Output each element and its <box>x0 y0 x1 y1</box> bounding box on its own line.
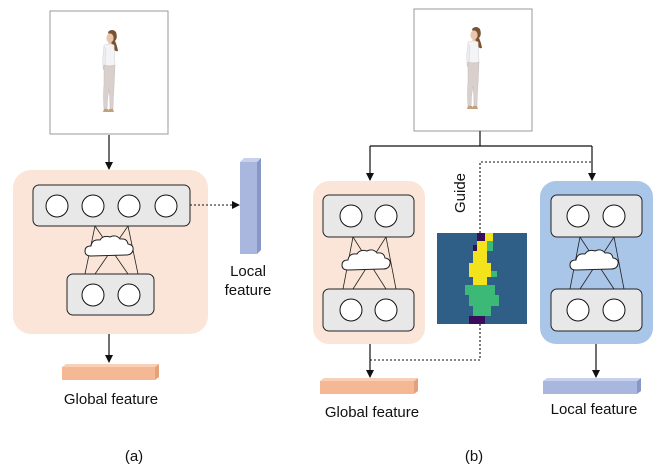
panel-b-caption: (b) <box>465 448 483 465</box>
neuron-icon <box>374 204 398 228</box>
neuron-icon <box>566 204 590 228</box>
panel-a-bottom-layer <box>66 273 155 316</box>
neuron-icon <box>602 204 626 228</box>
panel-b-guide-label: Guide <box>452 173 469 213</box>
panel-b: Guide Global feature Local feature (b) <box>313 8 653 465</box>
panel-b-local-feature-bar <box>543 378 641 394</box>
panel-b-global-feature-label: Global feature <box>325 404 419 421</box>
panel-b-local-feature-label: Local feature <box>551 401 638 418</box>
neuron-icon <box>81 194 105 218</box>
neuron-icon <box>339 298 363 322</box>
panel-a-global-feature-label: Global feature <box>64 391 158 408</box>
neuron-icon <box>81 283 105 307</box>
neuron-icon <box>117 283 141 307</box>
neuron-icon <box>374 298 398 322</box>
panel-b-local-bottom-layer <box>550 288 643 332</box>
panel-a-local-feature-label-line2: feature <box>225 282 272 299</box>
panel-a-global-feature-bar <box>62 364 159 380</box>
panel-b-global-feature-bar <box>320 378 418 394</box>
panel-b-input-image <box>413 8 533 132</box>
panel-a-local-feature-bar <box>240 158 261 254</box>
neuron-icon <box>566 298 590 322</box>
panel-b-global-top-layer <box>322 194 415 238</box>
panel-a-local-feature-label-line1: Local <box>230 263 266 280</box>
panel-b-guide-map <box>437 233 527 324</box>
neuron-icon <box>117 194 141 218</box>
neuron-icon <box>602 298 626 322</box>
neuron-icon <box>45 194 69 218</box>
neuron-icon <box>154 194 178 218</box>
panel-b-guide-dotted-paths <box>370 161 592 361</box>
panel-b-global-bottom-layer <box>322 288 415 332</box>
panel-a: Local feature Global feature (a) <box>13 10 272 465</box>
neuron-icon <box>339 204 363 228</box>
panel-a-input-image <box>49 10 169 135</box>
panel-b-split-arrows <box>366 131 596 181</box>
panel-a-caption: (a) <box>125 448 143 465</box>
panel-b-local-top-layer <box>550 194 643 238</box>
